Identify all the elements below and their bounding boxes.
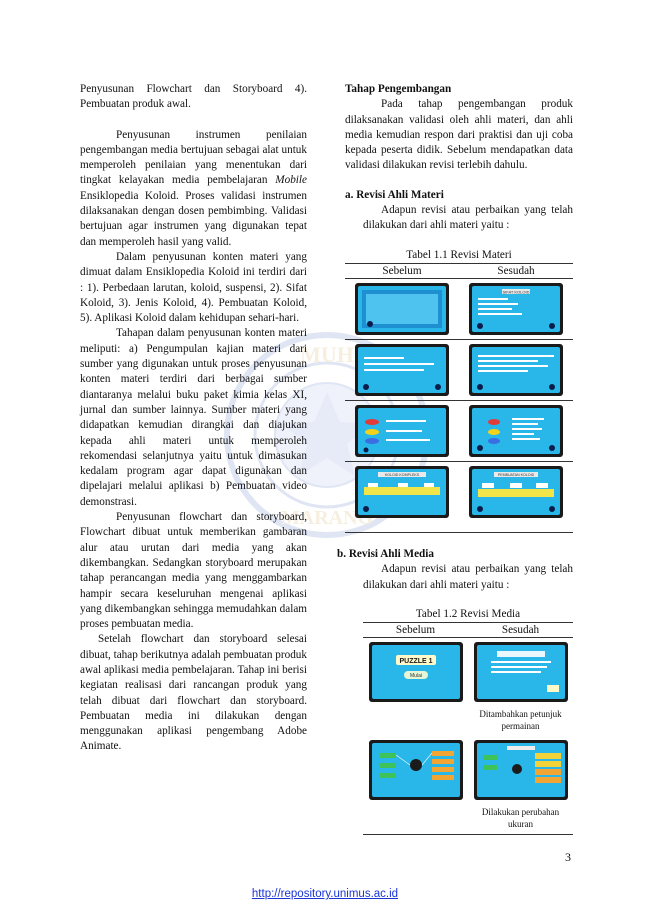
paragraph-2-text-b: Ensiklopedia Koloid. Proses validasi ins… xyxy=(80,189,307,248)
shot-title-sifat: SIFAT KOLOID xyxy=(503,289,530,294)
screenshot-before xyxy=(368,740,463,801)
repository-link[interactable]: http://repository.unimus.ac.id xyxy=(251,888,399,900)
table-media: Tabel 1.2 Revisi Media Sebelum Sesudah P… xyxy=(345,607,573,836)
subsection-a-heading: a. Revisi Ahli Materi xyxy=(345,188,444,201)
screenshot-after xyxy=(469,343,563,396)
column-before: Sebelum xyxy=(382,264,422,277)
paragraph-2-text-a: Penyusunan instrumen penilaian pengemban… xyxy=(80,128,307,187)
note-added-instructions: Ditambahkan petunjuk permainan xyxy=(479,709,562,732)
table-row xyxy=(345,340,573,401)
shot-title-pembuatan: PEMBUATAN KOLOID xyxy=(498,473,535,477)
screenshot-before: KOLOID KOMPLEKS xyxy=(355,465,449,518)
table-1-header: Sebelum Sesudah xyxy=(345,262,573,279)
paragraph-2: Penyusunan instrumen penilaian pengemban… xyxy=(80,128,307,250)
left-column: Penyusunan Flowchart dan Storyboard 4). … xyxy=(80,82,307,755)
screenshot-before: PUZZLE 1 Mulai xyxy=(368,642,463,703)
svg-text:MUH: MUH xyxy=(300,342,354,367)
screenshot-after: SIFAT KOLOID xyxy=(469,282,563,335)
development-intro: Pada tahap pengembangan produk dilaksana… xyxy=(345,98,573,172)
table-row: Dilakukan perubahan ukuran xyxy=(363,736,573,836)
table-1-caption: Tabel 1.1 Revisi Materi xyxy=(406,248,512,261)
table-2-header: Sebelum Sesudah xyxy=(363,622,573,639)
screenshot-after xyxy=(469,404,563,457)
puzzle-title-before: PUZZLE 1 xyxy=(399,658,432,665)
screenshot-before xyxy=(355,343,449,396)
screenshot-after: PEMBUATAN KOLOID xyxy=(469,465,563,518)
subsection-a-text: Adapun revisi atau perbaikan yang telah … xyxy=(363,204,573,232)
column-before: Sebelum xyxy=(395,624,436,637)
table-row: SIFAT KOLOID xyxy=(345,279,573,340)
page-number: 3 xyxy=(565,850,571,864)
puzzle-button-before: Mulai xyxy=(410,673,422,679)
table-materi: Tabel 1.1 Revisi Materi Sebelum Sesudah … xyxy=(345,248,573,533)
paragraph-1: Penyusunan Flowchart dan Storyboard 4). … xyxy=(80,83,307,111)
paragraph-5: Penyusunan flowchart dan storyboard, Flo… xyxy=(80,511,307,631)
right-column: Tahap Pengembangan Pada tahap pengembang… xyxy=(337,82,573,836)
table-row: PUZZLE 1 Mulai Ditambahkan petunjuk perma… xyxy=(363,638,573,736)
table-row: KOLOID KOMPLEKS PEMBUATAN KOLOID xyxy=(345,462,573,533)
svg-text:MARANG: MARANG xyxy=(281,507,374,529)
table-row xyxy=(345,401,573,462)
screenshot-before xyxy=(355,404,449,457)
paragraph-4: Tahapan dalam penyusunan konten materi m… xyxy=(80,327,307,508)
paragraph-3: Dalam penyusunan konten materi yang dimu… xyxy=(80,250,307,325)
screenshot-after xyxy=(473,642,568,703)
subsection-b-heading: b. Revisi Ahli Media xyxy=(337,547,434,560)
subsection-b-text: Adapun revisi atau perbaikan yang telah … xyxy=(363,563,573,591)
shot-title-kompleks: KOLOID KOMPLEKS xyxy=(385,473,420,477)
column-after: Sesudah xyxy=(497,264,535,277)
screenshot-before xyxy=(355,282,449,335)
section-heading: Tahap Pengembangan xyxy=(345,83,452,95)
screenshot-after xyxy=(473,740,568,801)
column-after: Sesudah xyxy=(501,624,540,637)
paragraph-6: Setelah flowchart dan storyboard selesai… xyxy=(80,633,307,753)
note-size-change: Dilakukan perubahan ukuran xyxy=(481,807,560,830)
table-2-caption: Tabel 1.2 Revisi Media xyxy=(415,607,521,620)
paragraph-2-italic: Mobile xyxy=(275,174,307,187)
